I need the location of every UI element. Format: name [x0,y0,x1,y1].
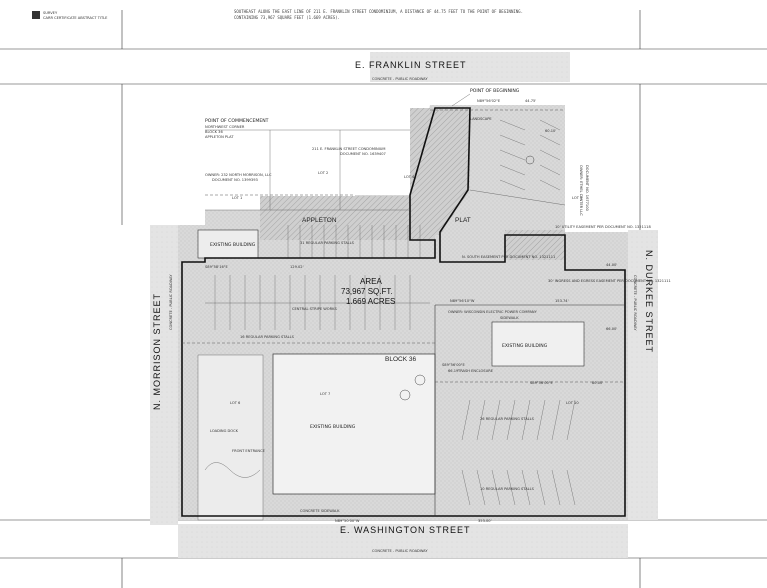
stalls-south-label: 16 REGULAR PARKING STALLS [240,335,295,339]
trash-enclosure-label: TRASH ENCLOSURE [457,369,494,373]
lot-lines [205,129,566,211]
lot-2-label: LOT 2 [318,171,328,175]
south-easement-label: N. SOUTH EASEMENT PER DOCUMENT NO. 13211… [462,255,555,259]
roadway-east-label: CONCRETE - PUBLIC ROADWAY [633,275,637,331]
dist-60: 60.10' [545,129,556,133]
sidewalk-label: SIDEWALK [500,316,519,320]
tree-symbol [525,155,535,165]
dist-66-east: 66.00' [606,327,617,331]
lot-4-label: LOT 4 [404,175,415,179]
bearing-top: N89°56'02"E [477,99,501,103]
tree-symbol [399,389,411,401]
bearing-s89-se: S89°56'00"E [530,381,553,385]
existing-building-main [272,353,436,495]
header-note-line2: CONTAINING 73,967 SQUARE FEET (1.669 ACR… [234,15,340,20]
logo-box [32,11,40,19]
existing-building-nw [197,229,259,259]
landscape-west [197,354,264,521]
stalls-east-label: 26 REGULAR PARKING STALLS [480,417,535,421]
plat-label: PLAT [455,217,471,224]
condo-doc: DOCUMENT NO. 1639407 [340,152,386,156]
roadway-north-patch [370,52,570,82]
area-title: AREA [360,277,382,286]
owner-nw: OWNER: 232 NORTH MORRISON, LLC [205,173,272,177]
poc-sub1: NORTHWEST CORNER [205,125,245,129]
dist-153: 153.74' [555,299,569,303]
parking-stalls-middle [205,275,430,330]
dist-129: 129.02' [290,265,304,269]
roadway-south-label: CONCRETE - PUBLIC ROADWAY [372,549,428,553]
bearing-s89-top: S89°58'16"E [205,265,228,269]
lot-10-label: LOT 10 [566,401,579,405]
header: SURVEY CARR CERTIFICATE ABSTRACT TITLE S… [32,9,523,20]
existing-building-main-label: EXISTING BUILDING [310,424,356,430]
stalls-north-label: 31 REGULAR PARKING STALLS [300,241,355,245]
logo-subtext: CARR CERTIFICATE ABSTRACT TITLE [43,16,108,20]
block-36-label: BLOCK 36 [385,356,416,363]
condo-label: 211 E. FRANKLIN STREET CONDOMINIUM [312,147,386,151]
front-entrance-label: FRONT ENTRANCE [232,449,266,453]
owner-ne-doc: DOCUMENT NO. 1677100 [585,165,589,212]
owner-ne: OWNER: ETHEL CENTER LLC [579,165,583,216]
roadway-west-label: CONCRETE - PUBLIC ROADWAY [169,274,173,330]
dist-80: 80.00' [592,381,603,385]
poc-sub2: BLOCK 36 [205,130,223,134]
roadway-north-label: CONCRETE - PUBLIC ROADWAY [372,77,428,81]
appleton-label: APPLETON [302,217,337,224]
ingress-easement-label: 30' INGRESS AND EGRESS EASEMENT PER DOCU… [548,279,671,283]
concrete-sidewalk-label: CONCRETE SIDEWALK [300,509,340,513]
roadway-west [150,225,178,525]
loading-dock-label: LOADING DOCK [210,429,239,433]
poc-label: POINT OF COMMENCEMENT [205,118,269,124]
lot-5-label: LOT 5 [572,196,582,200]
landscape-label: LANDSCAPE [470,117,492,121]
lot-1-label: LOT 1 [232,196,242,200]
poc-sub3: APPLETON PLAT [205,135,234,139]
util-easement-label: 10' UTILITY EASEMENT PER DOCUMENT NO. 13… [555,225,651,229]
point-of-beginning-label: POINT OF BEGINNING [470,88,520,94]
street-north-label: E. FRANKLIN STREET [355,60,467,70]
bearing-n89-south: N89°50'00"W [335,519,360,523]
dist-44-top: 44.75' [525,99,536,103]
parking-stalls-northeast [499,119,561,191]
bearing-n89-east: N89°56'10"W [450,299,475,303]
dist-353-south: 353.00' [478,519,492,523]
lot-6-label: LOT 6 [230,401,241,405]
area-sqft: 73,967 SQ.FT. [341,287,393,296]
existing-building-east [491,321,585,367]
parking-stalls-southeast [461,399,576,506]
owner-e: OWNER: WISCONSIN ELECTRIC POWER COMPANY [448,310,538,314]
owner-nw-doc: DOCUMENT NO. 1399393 [212,178,258,182]
roadway-south [178,524,628,558]
bearing-s89-mid: S89°56'00"E [442,363,465,367]
property-boundary [181,107,626,517]
existing-building-nw-label: EXISTING BUILDING [210,242,256,248]
street-west-label: N. MORRISON STREET [152,293,162,410]
lot-7-label: LOT 7 [320,392,330,396]
stalls-center-label: CENTRAL STRIPE WORKS [292,307,337,311]
header-note-line1: SOUTHEAST ALONG THE EAST LINE OF 211 E. … [234,9,523,14]
existing-building-east-label: EXISTING BUILDING [502,343,548,349]
parking-stalls-north [287,225,421,258]
street-east-label: N. DURKEE STREET [644,250,654,353]
roadway-east [628,230,658,520]
street-south-label: E. WASHINGTON STREET [340,525,471,535]
dist-44-east: 44.00' [606,263,617,267]
logo-text: SURVEY [43,11,58,15]
dist-66: 66.19' [448,369,459,373]
stalls-se-label: 10 REGULAR PARKING STALLS [480,487,535,491]
area-acres: 1.669 ACRES [346,297,395,306]
tree-symbol [414,374,426,386]
